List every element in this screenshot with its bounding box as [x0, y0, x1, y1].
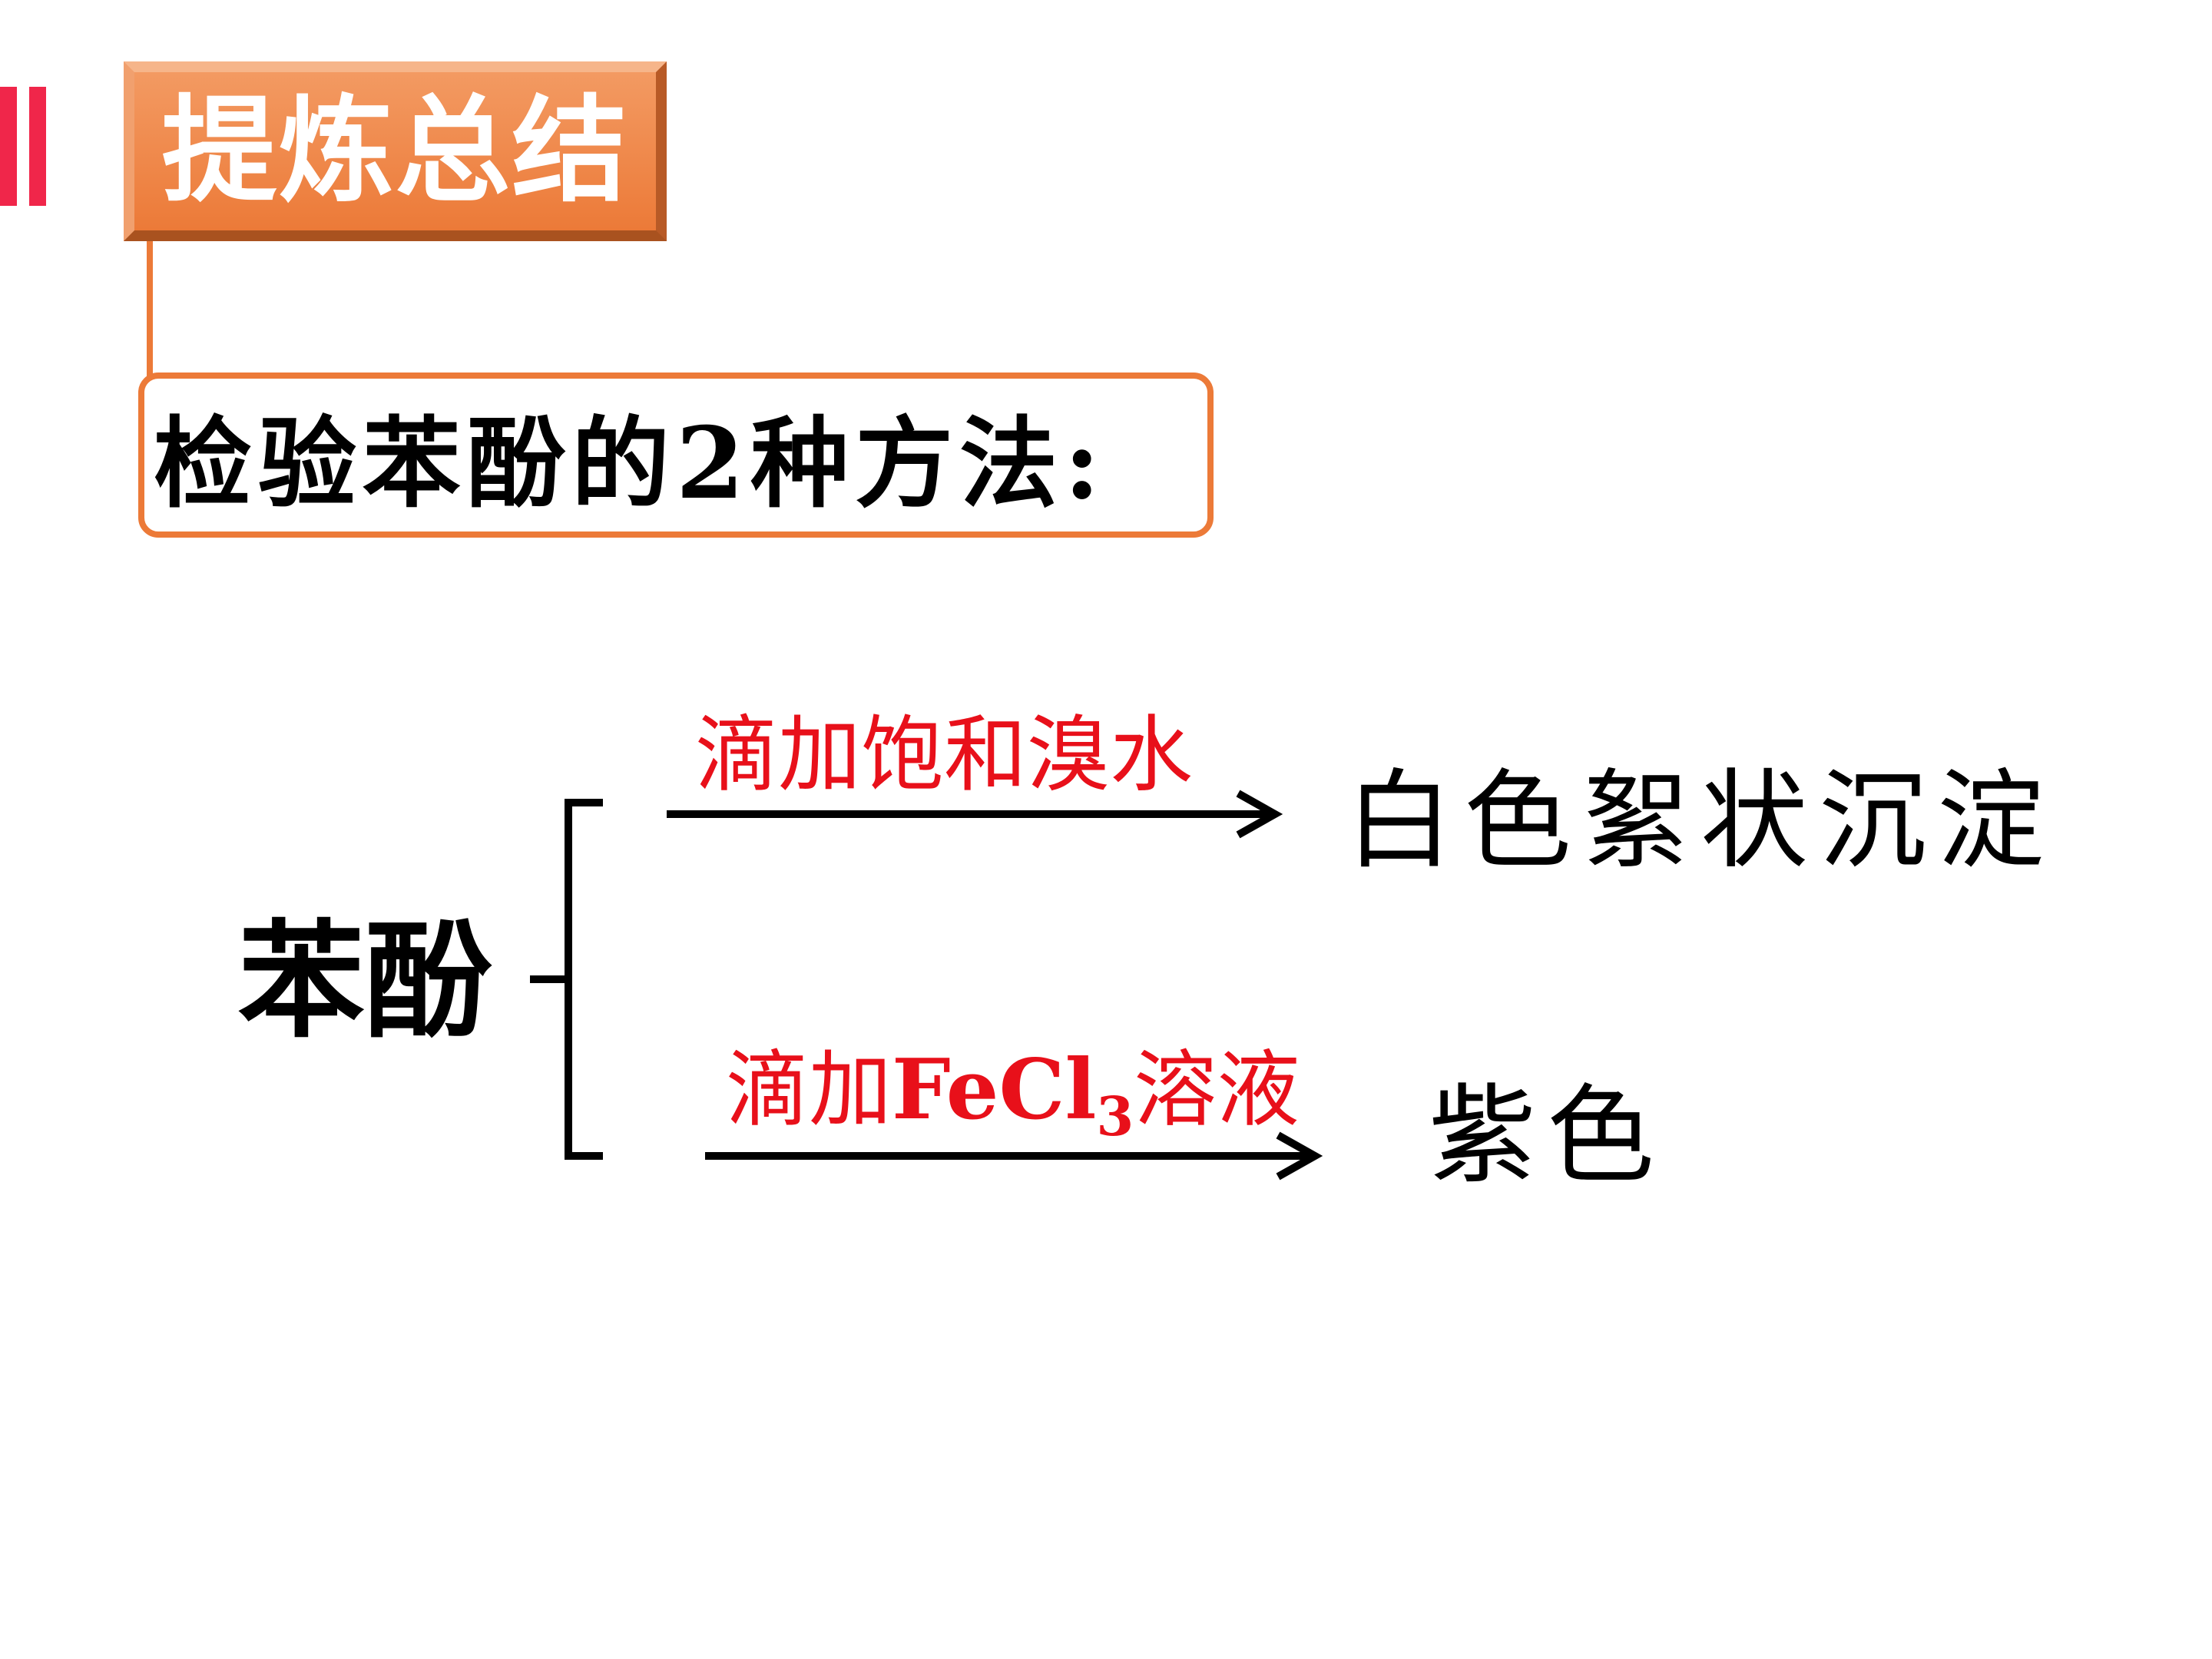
result-purple: 紫色	[1429, 1074, 1666, 1199]
page-title: 提炼总结	[161, 84, 629, 218]
accent-bar-left	[0, 87, 17, 206]
arrow-head-bottom	[1276, 1131, 1323, 1181]
subtitle-frame	[138, 373, 1214, 538]
result-white-precipitate: 白色絮状沉淀	[1346, 759, 2056, 884]
subject-label: 苯酚	[238, 906, 492, 1055]
reagent-bromine-water: 滴加饱和溴水	[695, 707, 1194, 803]
arrow-head-top	[1236, 790, 1283, 839]
title-banner: 提炼总结	[124, 61, 667, 241]
reagent-ferric-chloride: 滴加FeCl3溶液	[726, 1041, 1300, 1148]
subtitle: 检验苯酚的2种方法:	[154, 406, 1107, 522]
accent-bar-right	[29, 87, 46, 206]
left-brace	[530, 799, 603, 1160]
title-connector-line	[147, 241, 153, 379]
